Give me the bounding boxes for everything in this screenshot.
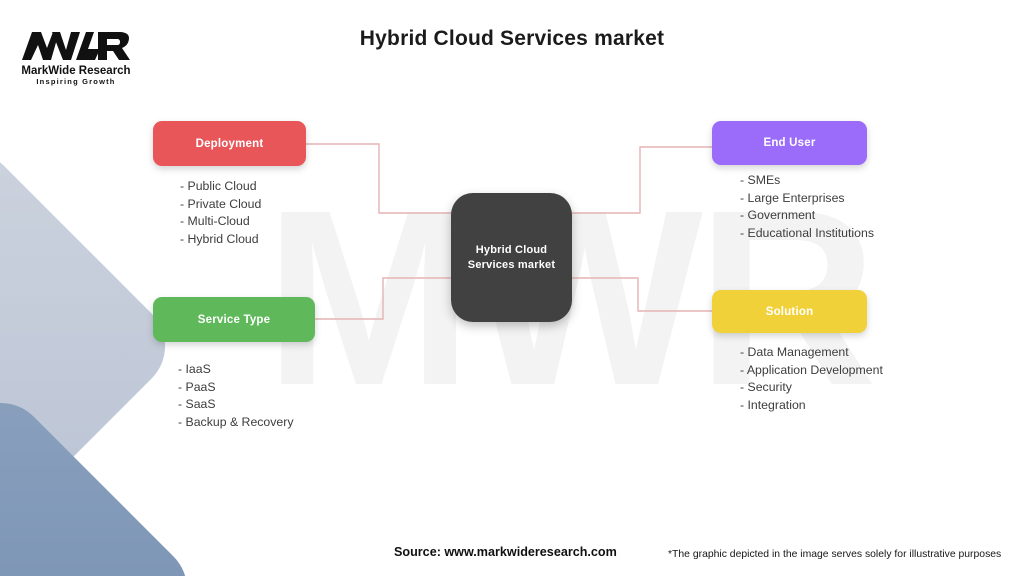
list-item: - SaaS bbox=[178, 397, 216, 411]
logo-tagline: Inspiring Growth bbox=[36, 77, 115, 86]
footer-source: Source: www.markwideresearch.com bbox=[394, 545, 617, 559]
list-item: - SMEs bbox=[740, 173, 781, 187]
list-item: - Backup & Recovery bbox=[178, 414, 294, 429]
footer-disclaimer: *The graphic depicted in the image serve… bbox=[668, 549, 1002, 560]
list-item: - Educational Institutions bbox=[740, 225, 874, 240]
list-item: - Data Management bbox=[740, 345, 849, 359]
connector-end-user bbox=[572, 146, 712, 214]
list-deployment: - Public Cloud - Private Cloud - Multi-C… bbox=[180, 178, 261, 248]
list-item: - Security bbox=[740, 380, 792, 394]
node-end-user[interactable]: End User bbox=[712, 121, 867, 165]
center-node-label-line1: Hybrid Cloud bbox=[475, 243, 548, 256]
connector-solution bbox=[572, 277, 712, 312]
node-solution[interactable]: Solution bbox=[712, 290, 867, 333]
logo-mark-icon bbox=[22, 32, 130, 60]
logo-company-name: MarkWide Research bbox=[21, 65, 130, 77]
list-solution: - Data Management - Application Developm… bbox=[740, 344, 883, 414]
node-service-type[interactable]: Service Type bbox=[153, 297, 315, 342]
markwide-research-logo: MarkWide Research Inspiring Growth bbox=[21, 32, 131, 86]
node-deployment-label: Deployment bbox=[195, 137, 264, 150]
node-end-user-label: End User bbox=[763, 137, 816, 149]
list-item: - Integration bbox=[740, 397, 806, 412]
list-item: - Public Cloud bbox=[180, 179, 257, 193]
list-end-user: - SMEs - Large Enterprises - Government … bbox=[740, 172, 874, 242]
center-node-hybrid-cloud-services-market[interactable]: Hybrid Cloud Services market bbox=[451, 193, 572, 322]
connector-deployment bbox=[306, 143, 451, 214]
connector-service-type bbox=[315, 277, 451, 320]
list-item: - PaaS bbox=[178, 379, 216, 394]
center-node-label-line2: Services market bbox=[467, 258, 556, 271]
list-item: - Large Enterprises bbox=[740, 190, 845, 205]
node-service-type-label: Service Type bbox=[197, 313, 271, 326]
list-item: - Government bbox=[740, 208, 816, 222]
list-item: - IaaS bbox=[178, 362, 211, 376]
node-deployment[interactable]: Deployment bbox=[153, 121, 306, 166]
list-item: - Hybrid Cloud bbox=[180, 231, 259, 246]
page-title: Hybrid Cloud Services market bbox=[359, 27, 665, 50]
list-item: - Private Cloud bbox=[180, 196, 262, 211]
node-solution-label: Solution bbox=[765, 305, 814, 318]
list-item: - Multi-Cloud bbox=[180, 214, 250, 228]
list-service-type: - IaaS - PaaS - SaaS - Backup & Recovery bbox=[178, 361, 294, 431]
list-item: - Application Development bbox=[740, 362, 883, 377]
